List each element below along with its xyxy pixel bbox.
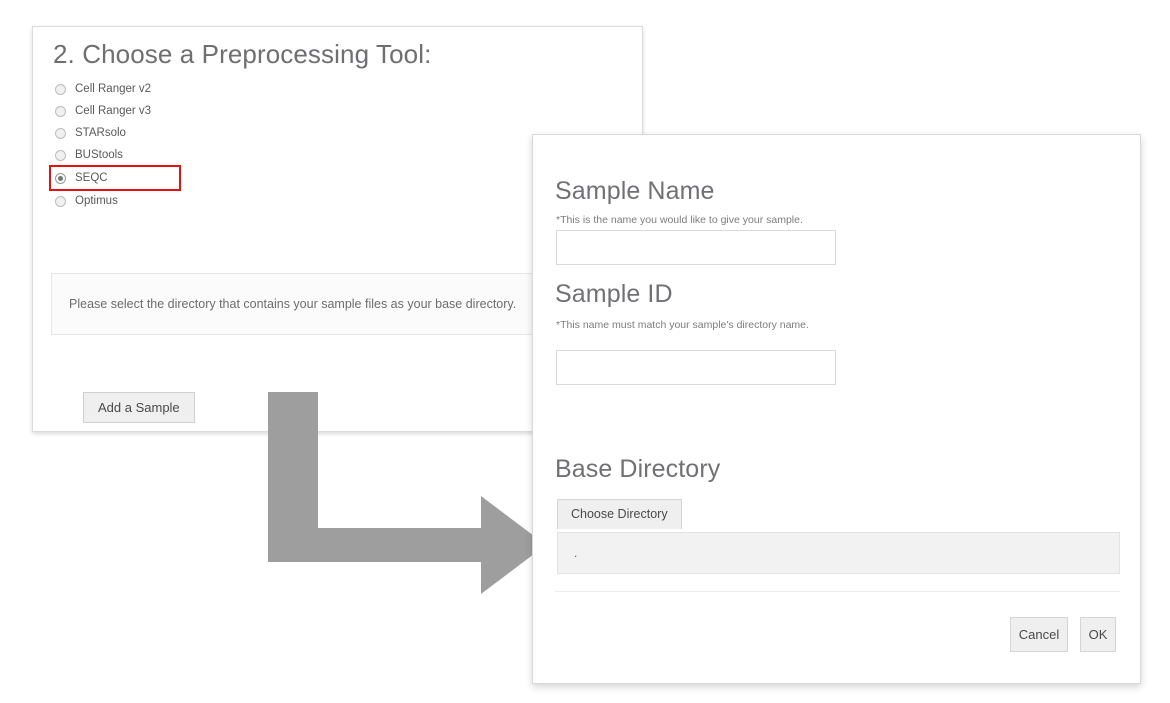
add-sample-dialog: Sample Name *This is the name you would …: [532, 134, 1141, 684]
radio-icon[interactable]: [55, 105, 66, 117]
radio-option-cell-ranger-v2[interactable]: Cell Ranger v2: [51, 79, 451, 99]
radio-option-label: Cell Ranger v3: [75, 105, 152, 117]
radio-icon[interactable]: [55, 149, 66, 161]
radio-option-label: Optimus: [75, 195, 118, 207]
base-directory-info-text: Please select the directory that contain…: [69, 297, 517, 311]
sample-id-hint: *This name must match your sample's dire…: [556, 319, 809, 331]
base-directory-heading: Base Directory: [555, 455, 721, 483]
sample-name-heading: Sample Name: [555, 177, 715, 205]
radio-option-label: SEQC: [75, 172, 108, 184]
sample-id-heading: Sample ID: [555, 280, 673, 308]
sample-name-input[interactable]: [556, 230, 836, 265]
radio-option-optimus[interactable]: Optimus: [51, 191, 451, 211]
choose-directory-button[interactable]: Choose Directory: [557, 499, 682, 529]
radio-icon[interactable]: [55, 195, 66, 207]
radio-option-bustools[interactable]: BUStools: [51, 145, 451, 165]
page-title: 2. Choose a Preprocessing Tool:: [53, 39, 432, 69]
radio-icon-selected[interactable]: [55, 172, 66, 184]
radio-option-seqc[interactable]: SEQC: [49, 165, 181, 191]
radio-icon[interactable]: [55, 83, 66, 95]
preprocessing-tool-radio-group: Cell Ranger v2 Cell Ranger v3 STARsolo B…: [49, 79, 451, 213]
radio-option-starsolo[interactable]: STARsolo: [51, 123, 451, 143]
radio-option-label: BUStools: [75, 149, 123, 161]
radio-icon[interactable]: [55, 127, 66, 139]
elbow-arrow-shape: [268, 392, 546, 594]
radio-option-cell-ranger-v3[interactable]: Cell Ranger v3: [51, 101, 451, 121]
cancel-button[interactable]: Cancel: [1010, 617, 1068, 652]
base-directory-input[interactable]: [557, 532, 1120, 574]
dialog-divider: [555, 591, 1120, 592]
ok-button[interactable]: OK: [1080, 617, 1116, 652]
dialog-action-bar: Cancel OK: [1010, 617, 1116, 652]
add-a-sample-button[interactable]: Add a Sample: [83, 392, 195, 423]
elbow-arrow-icon: [268, 392, 546, 594]
base-directory-info-box: Please select the directory that contain…: [51, 273, 625, 335]
radio-option-label: Cell Ranger v2: [75, 83, 152, 95]
sample-id-input[interactable]: [556, 350, 836, 385]
radio-option-label: STARsolo: [75, 127, 126, 139]
sample-name-hint: *This is the name you would like to give…: [556, 214, 803, 226]
